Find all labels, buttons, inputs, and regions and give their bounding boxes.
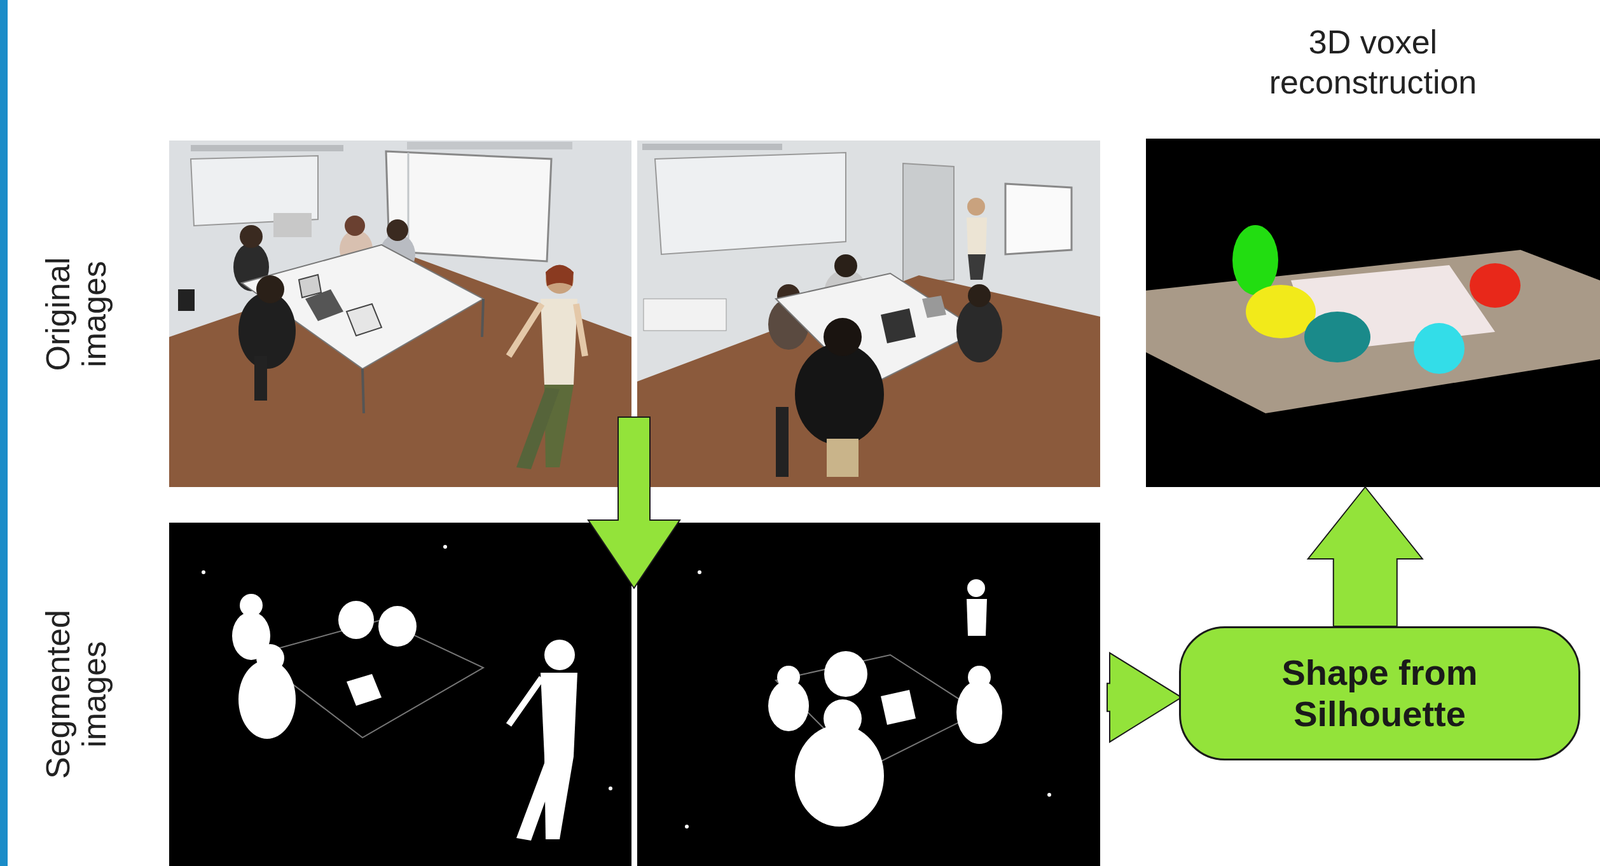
- background: [637, 522, 1101, 866]
- person: [967, 197, 986, 216]
- silhouette: [346, 674, 382, 706]
- hair: [545, 265, 574, 287]
- floor-plane: [1145, 249, 1600, 414]
- panel-heading: Segmented images: [40, 599, 113, 790]
- wall: [169, 140, 632, 488]
- noise: [443, 544, 448, 549]
- whiteboard: [655, 152, 846, 255]
- door: [903, 163, 954, 283]
- silhouette: [777, 665, 800, 689]
- silhouette: [238, 660, 296, 739]
- silhouette: [824, 651, 868, 697]
- segmented-photo: [169, 522, 632, 866]
- arm: [508, 303, 542, 357]
- table-leg: [482, 298, 484, 338]
- voxel-blob: [1304, 311, 1371, 363]
- voxel-blob: [1413, 323, 1465, 374]
- silhouette: [956, 680, 1003, 745]
- silhouette: [823, 699, 862, 738]
- chair: [254, 356, 268, 401]
- laptop: [346, 303, 382, 336]
- side-bar: [0, 0, 8, 866]
- noise: [1047, 793, 1052, 797]
- silhouette: [256, 644, 285, 673]
- silhouette: [338, 600, 374, 640]
- person: [967, 284, 991, 308]
- image-panel: Original images: [169, 140, 1101, 488]
- person: [834, 254, 858, 278]
- render-panel: 3D voxel reconstruction: [1145, 138, 1600, 488]
- person: [344, 215, 366, 236]
- person: [256, 275, 285, 304]
- legs: [826, 438, 859, 477]
- radiator: [273, 213, 312, 238]
- silhouette: [508, 677, 542, 725]
- voxel-blob: [1245, 284, 1316, 339]
- process-box: Shape from Silhouette: [1179, 626, 1581, 761]
- person: [966, 217, 987, 255]
- silhouette: [967, 579, 986, 598]
- ceiling-light: [406, 141, 573, 150]
- background: [1145, 138, 1600, 488]
- box-label: Shape from Silhouette: [1265, 652, 1495, 735]
- flow-arrow: [1308, 487, 1423, 627]
- person: [386, 219, 409, 242]
- flow-arrow: [588, 417, 680, 589]
- person: [239, 225, 263, 249]
- person: [794, 343, 884, 446]
- legs: [516, 387, 560, 470]
- chair: [775, 406, 789, 477]
- voxel-blob: [1469, 263, 1521, 308]
- voxel-render: [1145, 138, 1600, 488]
- room-photo: [169, 140, 632, 488]
- noise: [684, 824, 689, 829]
- silhouette: [516, 759, 560, 841]
- silhouette: [967, 665, 991, 689]
- room-photo: [637, 140, 1101, 488]
- silhouette: [880, 689, 916, 725]
- voxel-blob: [1232, 225, 1279, 296]
- laptop: [922, 295, 947, 318]
- segmented-photo: [637, 522, 1101, 866]
- silhouette: [540, 672, 578, 757]
- person: [956, 298, 1003, 363]
- laptop: [298, 274, 322, 298]
- person: [823, 317, 862, 357]
- noise: [697, 570, 702, 575]
- laptop: [880, 308, 916, 344]
- legs: [967, 254, 986, 280]
- silhouette: [378, 606, 417, 647]
- panel-heading: 3D voxel reconstruction: [1239, 22, 1507, 102]
- ceiling-light: [190, 144, 344, 152]
- silhouette: [966, 599, 987, 636]
- background: [169, 522, 632, 866]
- table-leg: [362, 368, 364, 414]
- silhouette: [794, 724, 884, 827]
- silhouette: [239, 593, 263, 617]
- person: [540, 298, 578, 385]
- whiteboard: [1005, 183, 1072, 255]
- side-table: [643, 298, 727, 331]
- wall: [637, 140, 1101, 488]
- ceiling-light: [642, 143, 783, 151]
- flow-arrow: [1107, 653, 1182, 743]
- noise: [201, 570, 206, 575]
- noise: [608, 786, 613, 791]
- panel-heading: Original images: [40, 218, 113, 410]
- arm: [576, 303, 586, 357]
- silhouette: [544, 639, 575, 671]
- image-panel: Segmented images: [169, 522, 1101, 866]
- bag: [178, 289, 195, 311]
